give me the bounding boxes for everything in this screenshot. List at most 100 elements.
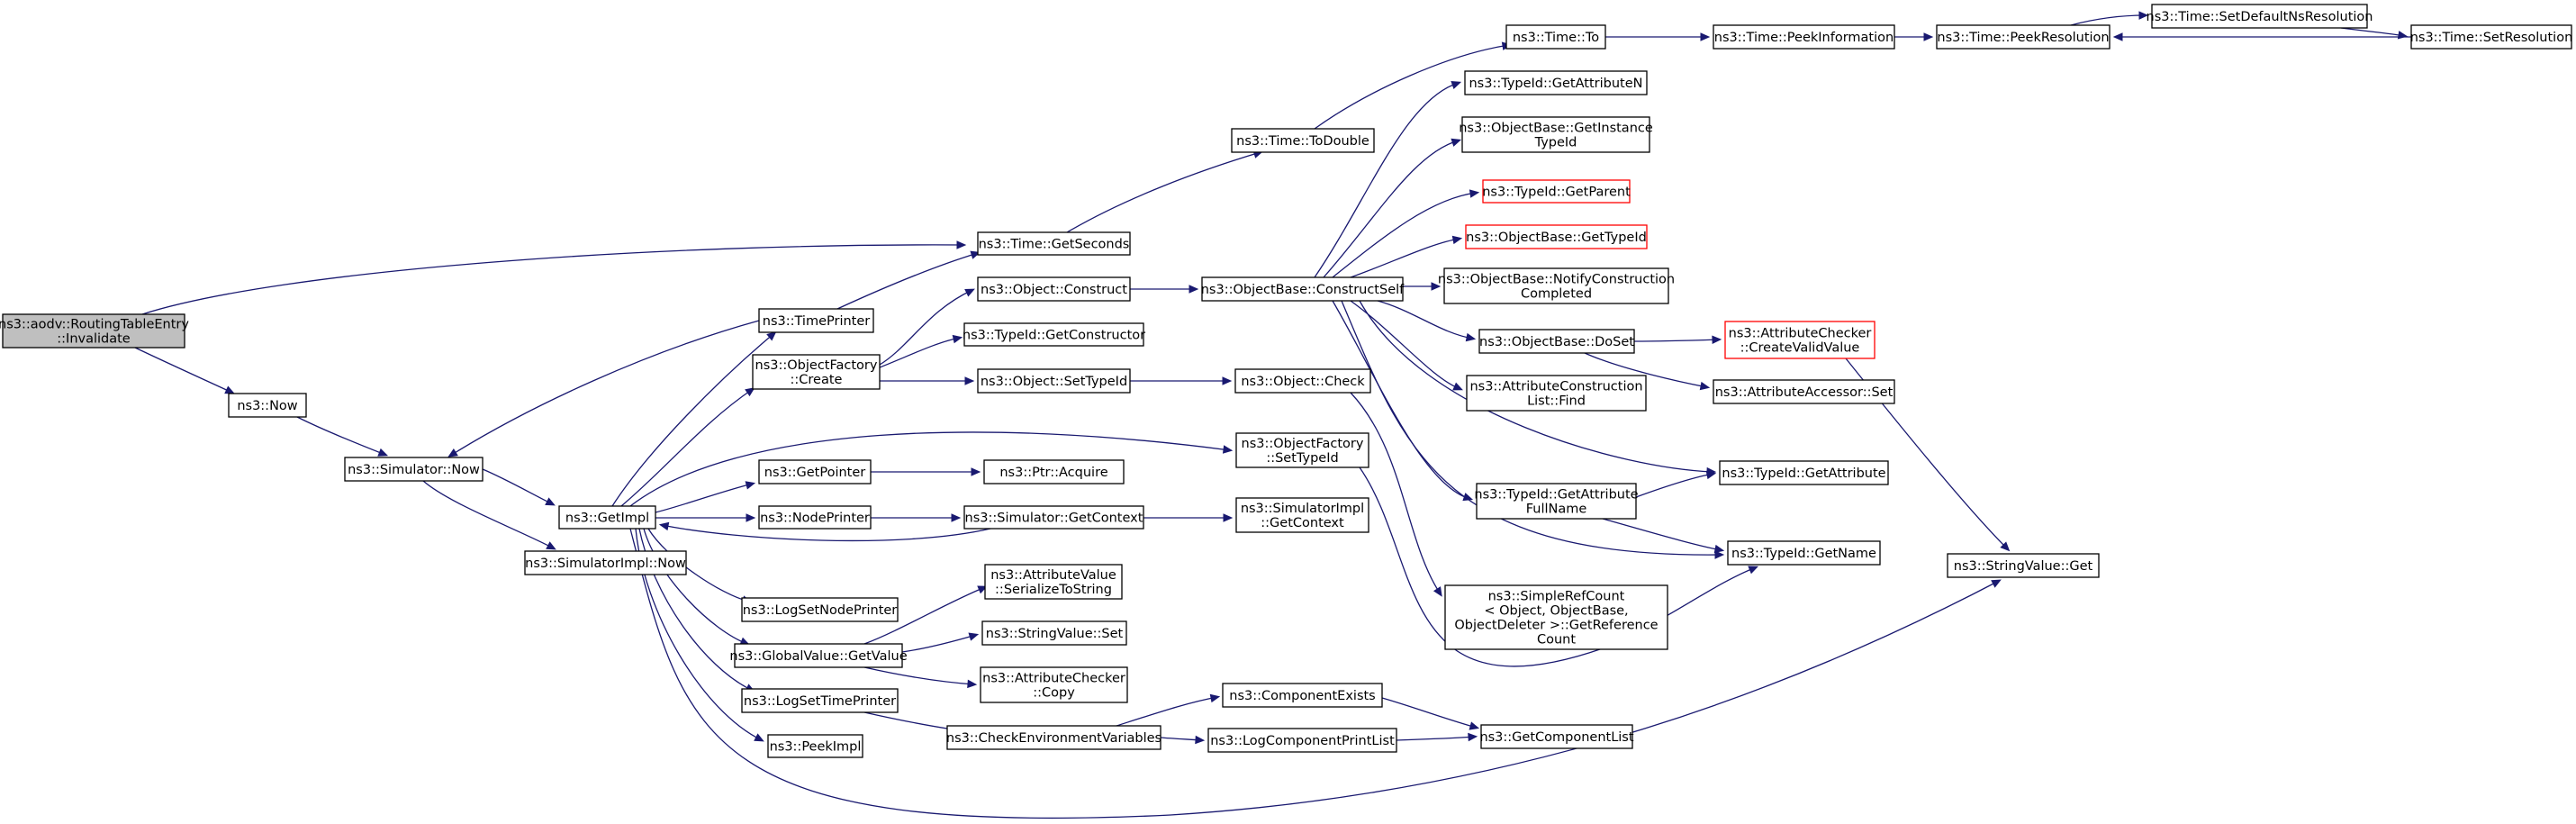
node-box[interactable] (1727, 540, 1881, 566)
node-box[interactable] (1482, 179, 1631, 204)
node-box[interactable] (1936, 24, 2111, 50)
node-box[interactable] (1235, 432, 1369, 468)
node-box[interactable] (981, 620, 1127, 646)
node-box[interactable] (963, 505, 1144, 530)
node-box[interactable] (1464, 70, 1648, 95)
node-box[interactable] (2, 313, 185, 349)
node-log-set-node-printer[interactable]: ns3::LogSetNodePrinter (741, 597, 899, 622)
node-box[interactable] (1222, 683, 1383, 708)
node-time-setdefaultnsresolution[interactable]: ns3::Time::SetDefaultNsResolution (2147, 4, 2373, 29)
node-typeid-getattributen[interactable]: ns3::TypeId::GetAttributeN (1464, 70, 1648, 95)
node-time-to[interactable]: ns3::Time::To (1505, 24, 1606, 50)
node-box[interactable] (977, 231, 1131, 256)
node-box[interactable] (344, 457, 484, 482)
node-time-peekresolution[interactable]: ns3::Time::PeekResolution (1936, 24, 2111, 50)
node-obj-settypeid[interactable]: ns3::Object::SetTypeId (977, 368, 1131, 394)
node-ac-createvalidvalue[interactable]: ns3::AttributeChecker::CreateValidValue (1724, 321, 1876, 359)
node-box[interactable] (1719, 460, 1889, 485)
node-node-printer[interactable]: ns3::NodePrinter (758, 505, 872, 530)
node-sim-now[interactable]: ns3::Simulator::Now (344, 457, 484, 482)
node-box[interactable] (734, 643, 903, 668)
node-sv-set[interactable]: ns3::StringValue::Set (981, 620, 1127, 646)
node-ob-gettypeid[interactable]: ns3::ObjectBase::GetTypeId (1465, 224, 1648, 249)
node-get-impl[interactable]: ns3::GetImpl (558, 505, 656, 530)
node-get-seconds[interactable]: ns3::Time::GetSeconds (977, 231, 1131, 256)
node-sv-get[interactable]: ns3::StringValue::Get (1947, 553, 2100, 578)
node-invalidate[interactable]: ns3::aodv::RoutingTableEntry::Invalidate (0, 313, 189, 349)
node-box[interactable] (767, 734, 863, 758)
node-of-create[interactable]: ns3::ObjectFactory::Create (752, 354, 881, 390)
node-log-set-time-printer[interactable]: ns3::LogSetTimePrinter (741, 688, 899, 713)
node-box[interactable] (558, 505, 656, 530)
node-box[interactable] (963, 322, 1144, 347)
node-time-printer[interactable]: ns3::TimePrinter (758, 308, 874, 333)
node-time-todouble[interactable]: ns3::Time::ToDouble (1231, 128, 1375, 153)
node-simimpl-now[interactable]: ns3::SimulatorImpl::Now (524, 550, 687, 575)
node-box[interactable] (2151, 4, 2368, 29)
node-box[interactable] (977, 276, 1131, 302)
node-now[interactable]: ns3::Now (228, 393, 307, 418)
node-sim-getcontext[interactable]: ns3::Simulator::GetContext (963, 505, 1144, 530)
node-box[interactable] (977, 368, 1131, 394)
node-peek-impl[interactable]: ns3::PeekImpl (767, 734, 863, 758)
node-box[interactable] (983, 459, 1125, 484)
node-logcomp-printlist[interactable]: ns3::LogComponentPrintList (1207, 728, 1397, 753)
node-ptr-acquire[interactable]: ns3::Ptr::Acquire (983, 459, 1125, 484)
node-ob-notifyconstruction[interactable]: ns3::ObjectBase::NotifyConstructionCompl… (1438, 267, 1675, 304)
node-box[interactable] (1443, 267, 1669, 304)
node-get-component-list[interactable]: ns3::GetComponentList (1479, 724, 1634, 749)
node-box[interactable] (228, 393, 307, 418)
node-box[interactable] (1505, 24, 1606, 50)
node-box[interactable] (1713, 379, 1895, 404)
node-box[interactable] (1465, 224, 1648, 249)
node-gv-getvalue[interactable]: ns3::GlobalValue::GetValue (729, 643, 908, 668)
node-box[interactable] (1947, 553, 2100, 578)
node-box[interactable] (2410, 24, 2572, 50)
node-time-setresolution[interactable]: ns3::Time::SetResolution (2410, 24, 2573, 50)
node-box[interactable] (758, 308, 874, 333)
node-box[interactable] (524, 550, 687, 575)
node-ob-constructself[interactable]: ns3::ObjectBase::ConstructSelf (1201, 276, 1405, 302)
node-typeid-getattribute[interactable]: ns3::TypeId::GetAttribute (1719, 460, 1889, 485)
node-aa-set[interactable]: ns3::AttributeAccessor::Set (1713, 379, 1895, 404)
node-box[interactable] (1476, 483, 1637, 520)
node-box[interactable] (1724, 321, 1876, 359)
node-box[interactable] (1478, 329, 1635, 354)
node-typeid-getparent[interactable]: ns3::TypeId::GetParent (1482, 179, 1631, 204)
node-box[interactable] (1207, 728, 1397, 753)
node-component-exists[interactable]: ns3::ComponentExists (1222, 683, 1383, 708)
node-box[interactable] (946, 725, 1161, 750)
node-obj-check[interactable]: ns3::Object::Check (1234, 368, 1371, 394)
node-obj-construct[interactable]: ns3::Object::Construct (977, 276, 1131, 302)
node-box[interactable] (1444, 584, 1668, 650)
node-box[interactable] (1201, 276, 1404, 302)
node-time-peekinformation[interactable]: ns3::Time::PeekInformation (1713, 24, 1895, 50)
node-simimpl-getcontext[interactable]: ns3::SimulatorImpl::GetContext (1235, 497, 1369, 533)
node-check-env[interactable]: ns3::CheckEnvironmentVariables (946, 725, 1161, 750)
node-box[interactable] (984, 564, 1123, 600)
node-of-settypeid[interactable]: ns3::ObjectFactory::SetTypeId (1235, 432, 1369, 468)
node-box[interactable] (741, 597, 899, 622)
node-box[interactable] (1231, 128, 1375, 153)
node-get-pointer[interactable]: ns3::GetPointer (758, 459, 872, 484)
node-ac-copy[interactable]: ns3::AttributeChecker::Copy (980, 666, 1128, 703)
node-ob-doset[interactable]: ns3::ObjectBase::DoSet (1478, 329, 1635, 354)
node-typeid-getname[interactable]: ns3::TypeId::GetName (1727, 540, 1881, 566)
node-simplerefcount[interactable]: ns3::SimpleRefCount< Object, ObjectBase,… (1444, 584, 1668, 650)
node-box[interactable] (741, 688, 899, 713)
node-box[interactable] (1461, 116, 1650, 153)
node-box[interactable] (1713, 24, 1895, 50)
node-box[interactable] (752, 354, 881, 390)
node-av-serialize[interactable]: ns3::AttributeValue::SerializeToString (984, 564, 1123, 600)
node-box[interactable] (1235, 497, 1369, 533)
node-box[interactable] (980, 666, 1128, 703)
node-box[interactable] (1480, 724, 1633, 749)
node-box[interactable] (1466, 375, 1647, 412)
node-box[interactable] (758, 459, 872, 484)
node-typeid-getconstructor[interactable]: ns3::TypeId::GetConstructor (963, 322, 1145, 347)
node-box[interactable] (1234, 368, 1371, 394)
node-box[interactable] (758, 505, 872, 530)
